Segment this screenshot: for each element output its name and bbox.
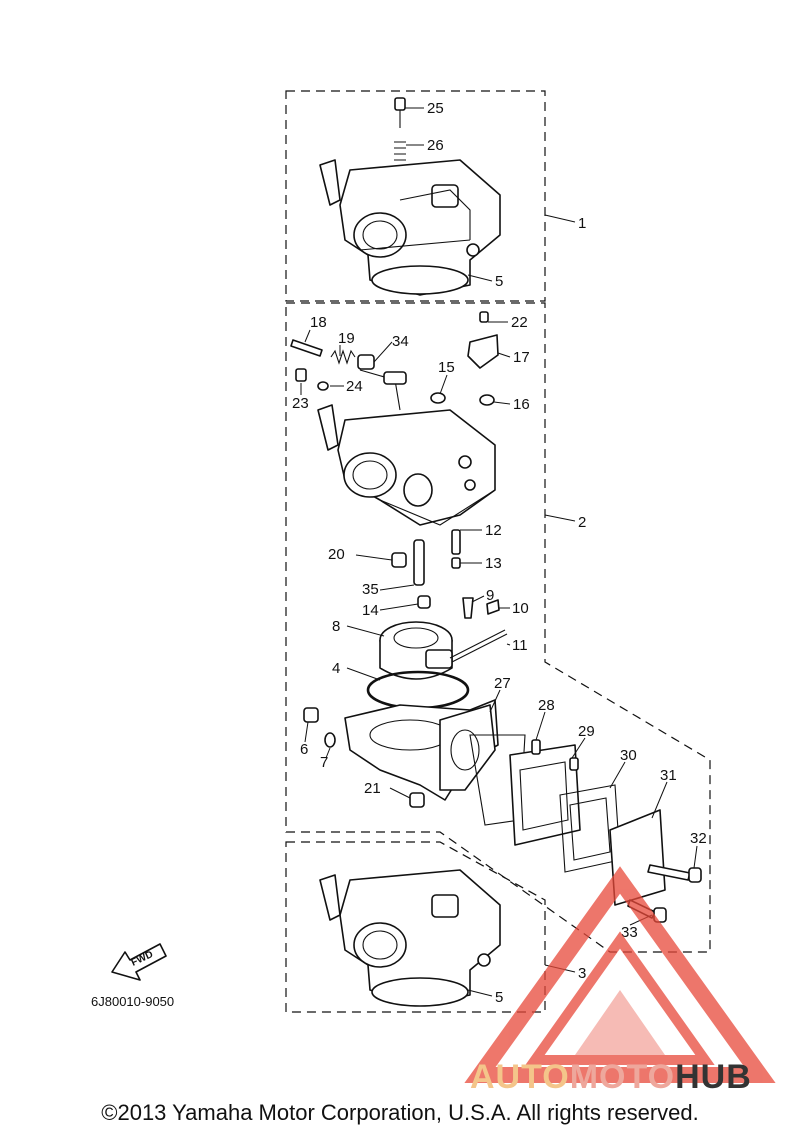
callout-7: 7 — [320, 754, 328, 771]
callout-15: 15 — [438, 359, 455, 376]
callout-4: 4 — [332, 660, 340, 677]
callout-11: 11 — [512, 637, 528, 654]
callout-31: 31 — [660, 767, 677, 784]
callout-13: 13 — [485, 555, 502, 572]
group-boxes — [285, 90, 711, 1013]
watermark-logo-icon — [464, 866, 776, 1083]
callout-30: 30 — [620, 747, 637, 764]
callout-17: 17 — [513, 349, 530, 366]
callout-32: 32 — [690, 830, 707, 847]
callout-20: 20 — [328, 546, 345, 563]
callout-24: 24 — [346, 378, 363, 395]
callout-2: 2 — [578, 514, 586, 531]
callout-26: 26 — [427, 137, 444, 154]
callout-8: 8 — [332, 618, 340, 635]
callout-18: 18 — [310, 314, 327, 331]
callout-1: 1 — [578, 215, 586, 232]
watermark-text: AUTOMOTOHUB — [470, 1058, 752, 1097]
assembly-1-box — [285, 90, 546, 302]
watermark-auto: AUTO — [470, 1058, 570, 1096]
callout-29: 29 — [578, 723, 595, 740]
callout-3: 3 — [578, 965, 586, 982]
callout-21: 21 — [364, 780, 381, 797]
carburetor-assembly-top — [319, 97, 501, 296]
callout-5-top: 5 — [495, 273, 503, 290]
callout-23: 23 — [292, 395, 309, 412]
callout-9: 9 — [486, 587, 494, 604]
callout-33: 33 — [621, 924, 638, 941]
watermark-moto: MOTO — [569, 1058, 676, 1096]
callout-22: 22 — [511, 314, 528, 331]
watermark-hub: HUB — [675, 1058, 752, 1096]
carburetor-body-middle — [290, 311, 702, 923]
callout-28: 28 — [538, 697, 555, 714]
callout-labels: 25 26 1 5 22 18 19 34 17 15 24 23 16 2 1… — [292, 100, 707, 1006]
assembly-2-box — [285, 302, 711, 953]
callout-5-bottom: 5 — [495, 989, 503, 1006]
callout-12: 12 — [485, 522, 502, 539]
callout-35: 35 — [362, 581, 379, 598]
callout-19: 19 — [338, 330, 355, 347]
callout-27: 27 — [494, 675, 511, 692]
callout-14: 14 — [362, 602, 379, 619]
callout-34: 34 — [392, 333, 409, 350]
carburetor-assembly-bottom — [319, 869, 501, 1007]
copyright-notice: ©2013 Yamaha Motor Corporation, U.S.A. A… — [101, 1100, 699, 1125]
callout-25: 25 — [427, 100, 444, 117]
diagram-code: 6J80010-9050 — [91, 994, 175, 1009]
assembly-3-box — [285, 841, 546, 1013]
callout-6: 6 — [300, 741, 308, 758]
fwd-arrow-icon: FWD — [111, 943, 167, 981]
callout-10: 10 — [512, 600, 529, 617]
callout-16: 16 — [513, 396, 530, 413]
